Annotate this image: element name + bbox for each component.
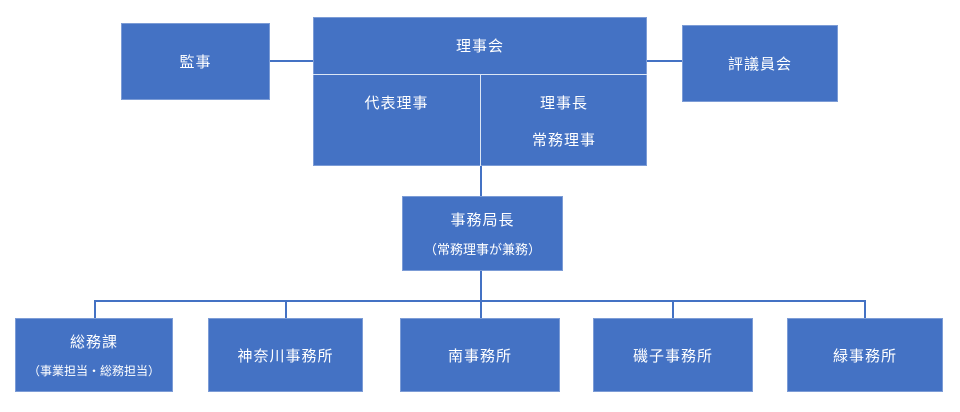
connector-drop-general-affairs xyxy=(94,300,96,318)
secretary-general-label: 事務局長 xyxy=(450,212,515,229)
general-affairs-section-box: 総務課 （事業担当・総務担当） xyxy=(15,318,173,392)
chairman-managing-director-cell: 理事長 常務理事 xyxy=(481,75,647,166)
secretary-general-box: 事務局長 （常務理事が兼務） xyxy=(402,196,563,271)
auditor-box: 監事 xyxy=(121,23,270,100)
midori-office-label: 緑事務所 xyxy=(832,347,897,365)
connector-drop-isogo xyxy=(672,300,674,318)
managing-director-label: 常務理事 xyxy=(531,132,596,149)
kanagawa-office-label: 神奈川事務所 xyxy=(237,347,334,365)
minami-office-box: 南事務所 xyxy=(400,318,560,392)
connector-drop-kanagawa xyxy=(285,300,287,318)
isogo-office-label: 磯子事務所 xyxy=(632,347,713,365)
council-label: 評議員会 xyxy=(727,56,792,73)
general-affairs-section-label: 総務課 xyxy=(69,334,118,351)
connector-board-council xyxy=(647,60,682,62)
secretary-general-note: （常務理事が兼務） xyxy=(423,242,541,257)
connector-drop-midori xyxy=(864,300,866,318)
board-box: 理事会 代表理事 理事長 常務理事 xyxy=(313,17,647,166)
minami-office-label: 南事務所 xyxy=(447,347,512,365)
auditor-label: 監事 xyxy=(179,54,212,71)
connector-secretary-bus xyxy=(480,271,482,302)
representative-director-cell: 代表理事 xyxy=(313,75,481,166)
connector-auditor-board xyxy=(270,60,313,62)
connector-drop-minami xyxy=(480,300,482,318)
board-sub-cells: 代表理事 理事長 常務理事 xyxy=(313,75,647,166)
kanagawa-office-box: 神奈川事務所 xyxy=(208,318,363,392)
isogo-office-box: 磯子事務所 xyxy=(593,318,753,392)
connector-board-secretary xyxy=(480,166,482,196)
chairman-label: 理事長 xyxy=(539,95,588,112)
general-affairs-section-note: （事業担当・総務担当） xyxy=(27,364,160,378)
representative-director-label: 代表理事 xyxy=(364,95,429,112)
board-title: 理事会 xyxy=(313,17,647,75)
council-box: 評議員会 xyxy=(682,25,838,102)
midori-office-box: 緑事務所 xyxy=(787,318,943,392)
